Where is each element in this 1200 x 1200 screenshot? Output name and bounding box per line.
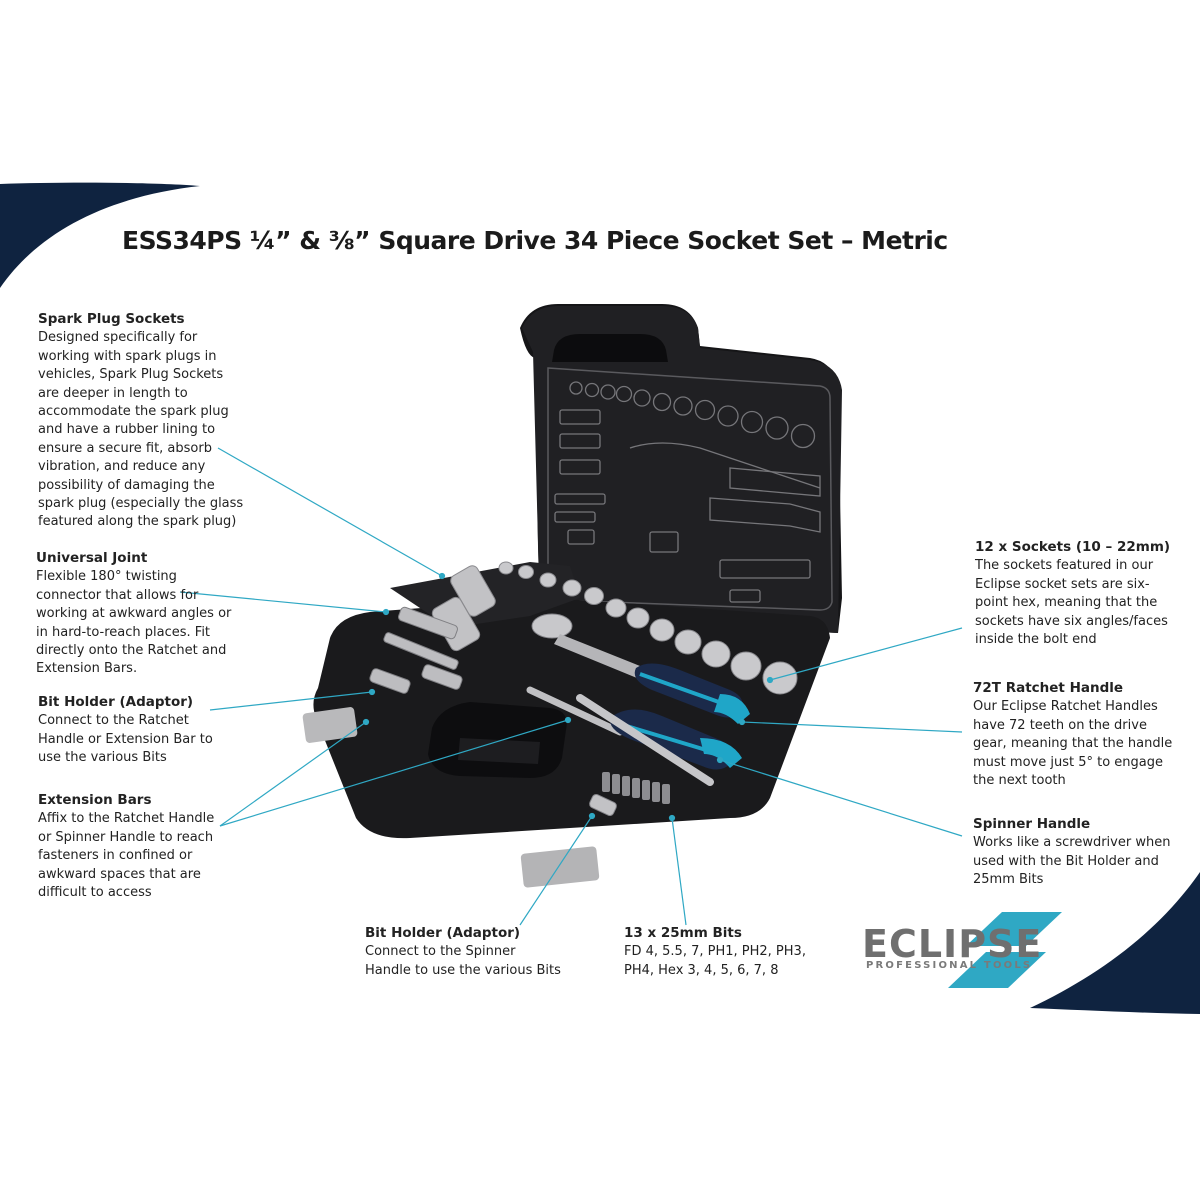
callout-bit-holder-bottom: Bit Holder (Adaptor) Connect to the Spin… [365, 924, 585, 980]
callout-heading: Bit Holder (Adaptor) [365, 925, 521, 941]
callout-body: Our Eclipse Ratchet Handles have 72 teet… [973, 699, 1173, 789]
case-lid [520, 304, 842, 633]
callout-heading: Universal Joint [36, 550, 148, 566]
callout-ratchet-handle: 72T Ratchet Handle Our Eclipse Ratchet H… [973, 679, 1183, 790]
callout-heading: 12 x Sockets (10 – 22mm) [975, 539, 1171, 555]
top-left-swoosh [0, 182, 200, 288]
callout-heading: Extension Bars [38, 792, 152, 808]
callout-spark-plug-sockets: Spark Plug Sockets Designed specifically… [38, 310, 268, 532]
callout-heading: Spinner Handle [973, 816, 1091, 832]
eclipse-logo-stripes [948, 912, 1062, 988]
callout-body: The sockets featured in our Eclipse sock… [975, 558, 1168, 648]
callout-body: Connect to the Spinner Handle to use the… [365, 944, 561, 978]
callout-universal-joint: Universal Joint Flexible 180° twisting c… [36, 549, 266, 679]
callout-body: Flexible 180° twisting connector that al… [36, 569, 232, 677]
callout-spinner-handle: Spinner Handle Works like a screwdriver … [973, 815, 1183, 890]
callout-heading: Spark Plug Sockets [38, 311, 185, 327]
callout-body: Connect to the Ratchet Handle or Extensi… [38, 713, 213, 766]
callout-heading: Bit Holder (Adaptor) [38, 694, 194, 710]
logo-wordmark: ECLIPSE [862, 922, 1043, 966]
callout-heading: 72T Ratchet Handle [973, 680, 1124, 696]
bottom-right-swoosh [1030, 872, 1200, 1014]
callout-heading: 13 x 25mm Bits [624, 925, 742, 941]
callout-body: Works like a screwdriver when used with … [973, 835, 1171, 888]
callout-body: Designed specifically for working with s… [38, 330, 244, 530]
logo-tagline: PROFESSIONAL TOOLS [866, 960, 1033, 971]
callout-bits: 13 x 25mm Bits FD 4, 5.5, 7, PH1, PH2, P… [624, 924, 844, 980]
callout-body: Affix to the Ratchet Handle or Spinner H… [38, 811, 215, 901]
page-title: ESS34PS ¼” & ⅜” Square Drive 34 Piece So… [122, 226, 948, 255]
callout-extension-bars: Extension Bars Affix to the Ratchet Hand… [38, 791, 268, 902]
callout-bit-holder-left: Bit Holder (Adaptor) Connect to the Ratc… [38, 693, 268, 768]
callout-sockets: 12 x Sockets (10 – 22mm) The sockets fea… [975, 538, 1185, 649]
socket-set-case-image [302, 304, 842, 888]
callout-body: FD 4, 5.5, 7, PH1, PH2, PH3, PH4, Hex 3,… [624, 944, 806, 978]
